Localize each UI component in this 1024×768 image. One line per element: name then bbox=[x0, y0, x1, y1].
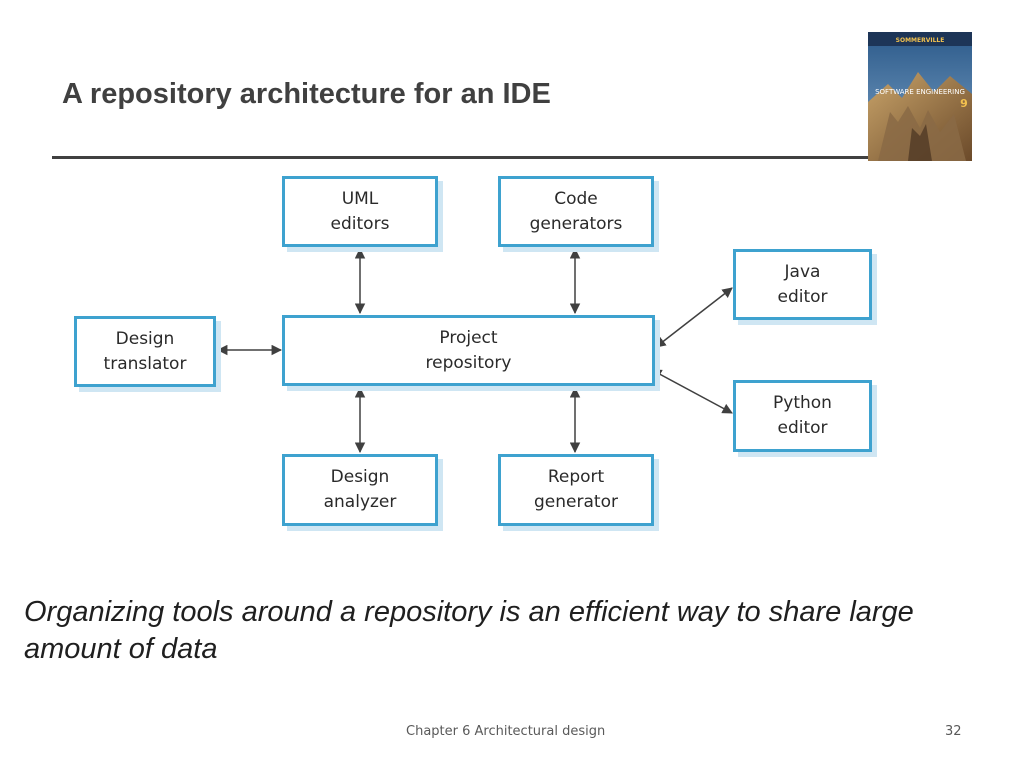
slide-caption: Organizing tools around a repository is … bbox=[24, 596, 914, 665]
title-underline bbox=[52, 156, 872, 159]
diagram-connectors bbox=[216, 247, 733, 454]
book-cover-image: SOMMERVILLE SOFTWARE ENGINEERING 9 bbox=[868, 32, 972, 161]
cover-author-text: SOMMERVILLE bbox=[896, 37, 945, 44]
node-design-translator: Design translator bbox=[74, 316, 216, 387]
book-cover-graphic: SOMMERVILLE SOFTWARE ENGINEERING 9 bbox=[868, 32, 972, 161]
slide-title: A repository architecture for an IDE bbox=[62, 78, 551, 110]
connector-python-repository bbox=[651, 369, 733, 414]
node-uml-editors: UML editors bbox=[282, 176, 438, 247]
node-java-editor: Java editor bbox=[733, 249, 872, 320]
node-project-repository: Project repository bbox=[282, 315, 655, 386]
cover-title-text: SOFTWARE ENGINEERING bbox=[875, 88, 965, 96]
node-code-generators: Code generators bbox=[498, 176, 654, 247]
node-report-generator: Report generator bbox=[498, 454, 654, 526]
cover-edition-text: 9 bbox=[960, 97, 968, 110]
architecture-diagram: UML editors Code generators Java editor … bbox=[74, 176, 872, 526]
node-design-analyzer: Design analyzer bbox=[282, 454, 438, 526]
connector-java-repository bbox=[655, 287, 733, 348]
footer-chapter-label: Chapter 6 Architectural design bbox=[406, 724, 606, 739]
footer-page-number: 32 bbox=[945, 724, 962, 739]
node-python-editor: Python editor bbox=[733, 380, 872, 452]
